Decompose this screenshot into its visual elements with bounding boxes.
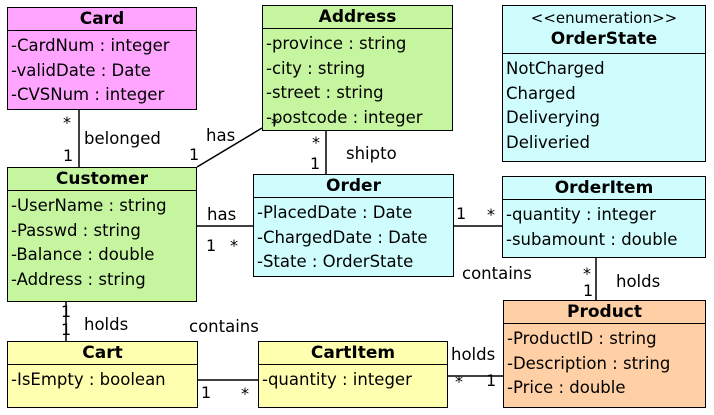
edge-customer-address xyxy=(196,127,263,168)
enum-value-deliveried: Deliveried xyxy=(506,132,590,152)
assoc-label-shipto: shipto xyxy=(346,144,397,163)
assoc-label-order-orderitem-contains: contains xyxy=(462,264,532,283)
mult-customer-end-has-order: 1 xyxy=(206,236,217,255)
class-order[interactable]: Order -PlacedDate : Date -ChargedDate : … xyxy=(253,174,454,277)
cartitem-attr-quantity: -quantity : integer xyxy=(262,370,412,389)
card-attr-validdate: -validDate : Date xyxy=(11,60,151,80)
mult-customer-end-holds-cart: 1 xyxy=(61,302,72,321)
orderitem-attr-subamount: -subamount : double xyxy=(506,229,678,249)
mult-cartitem-end-holds: * xyxy=(455,372,463,391)
customer-attr-balance: -Balance : double xyxy=(11,245,155,265)
enum-value-deliverying: Deliverying xyxy=(506,108,601,128)
address-attr-street: -street : string xyxy=(266,83,384,103)
mult-cartitem-end-contains: * xyxy=(241,384,249,403)
enum-value-charged: Charged xyxy=(506,83,576,103)
mult-order-end-contains: 1 xyxy=(456,204,467,223)
assoc-label-cart-cartitem-contains: contains xyxy=(189,317,259,336)
class-customer-name: Customer xyxy=(8,168,196,191)
order-attr-state: -State : OrderState xyxy=(257,252,414,272)
mult-cart-end-contains: 1 xyxy=(201,383,212,402)
order-attr-chargeddate: -ChargedDate : Date xyxy=(257,227,428,247)
class-cartitem-name: CartItem xyxy=(259,342,447,365)
class-orderitem[interactable]: OrderItem -quantity : integer -subamount… xyxy=(502,176,706,258)
customer-attr-username: -UserName : string xyxy=(11,196,167,215)
class-cartitem[interactable]: CartItem -quantity : integer xyxy=(258,341,448,408)
product-attr-description: -Description : string xyxy=(507,353,671,373)
enum-orderstate-stereotype: <<enumeration>> xyxy=(530,9,678,27)
order-attr-placeddate: -PlacedDate : Date xyxy=(257,203,413,222)
mult-product-end-holds-cartitem: 1 xyxy=(486,371,497,390)
mult-product-end-holds-orderitem: 1 xyxy=(583,281,594,300)
class-address-name: Address xyxy=(263,6,452,29)
mult-address-end-shipto: * xyxy=(312,133,320,152)
assoc-label-customer-order-has: has xyxy=(207,205,237,224)
mult-cart-end-holds: 1 xyxy=(61,320,72,339)
mult-card-end: * xyxy=(63,113,71,132)
mult-orderitem-end-holds: * xyxy=(583,264,591,283)
class-orderitem-name: OrderItem xyxy=(503,177,705,200)
card-attr-cardnum: -CardNum : integer xyxy=(11,36,170,55)
mult-customer-end-has-address: 1 xyxy=(189,145,200,164)
product-attr-price: -Price : double xyxy=(507,378,626,398)
cart-attr-isempty: -IsEmpty : boolean xyxy=(11,370,166,389)
address-attr-postcode: -postcode : integer xyxy=(266,107,423,127)
class-cart[interactable]: Cart -IsEmpty : boolean xyxy=(7,341,198,408)
mult-customer-end-belonged: 1 xyxy=(63,146,74,165)
assoc-label-belonged: belonged xyxy=(84,129,161,148)
class-order-name: Order xyxy=(254,175,453,198)
class-card-name: Card xyxy=(8,8,196,31)
orderitem-attr-quantity: -quantity : integer xyxy=(506,205,656,224)
assoc-label-customer-address-has: has xyxy=(206,126,236,145)
enum-orderstate[interactable]: <<enumeration>> OrderState NotCharged Ch… xyxy=(502,5,706,162)
mult-order-end-shipto: 1 xyxy=(310,154,321,173)
assoc-label-orderitem-product-holds: holds xyxy=(616,272,661,291)
address-attr-city: -city : string xyxy=(266,58,366,78)
assoc-label-customer-cart-holds: holds xyxy=(84,315,129,334)
address-attr-province: -province : string xyxy=(266,34,407,53)
mult-orderitem-end-contains: * xyxy=(487,205,495,224)
class-product-name: Product xyxy=(504,301,705,324)
mult-order-end-has: * xyxy=(230,236,238,255)
class-customer[interactable]: Customer -UserName : string -Passwd : st… xyxy=(7,167,197,302)
card-attr-cvsnum: -CVSNum : integer xyxy=(11,85,165,105)
customer-attr-passwd: -Passwd : string xyxy=(11,220,141,240)
class-address[interactable]: Address -province : string -city : strin… xyxy=(262,5,453,131)
customer-attr-address: -Address : string xyxy=(11,269,146,289)
enum-value-notcharged: NotCharged xyxy=(506,59,605,78)
class-cart-name: Cart xyxy=(8,342,197,365)
class-product[interactable]: Product -ProductID : string -Description… xyxy=(503,300,706,408)
mult-address-end-has: * xyxy=(271,114,279,133)
assoc-label-cartitem-product-holds: holds xyxy=(451,345,496,364)
product-attr-productid: -ProductID : string xyxy=(507,329,657,348)
class-card[interactable]: Card -CardNum : integer -validDate : Dat… xyxy=(7,7,197,110)
enum-orderstate-name: OrderState xyxy=(503,28,705,54)
